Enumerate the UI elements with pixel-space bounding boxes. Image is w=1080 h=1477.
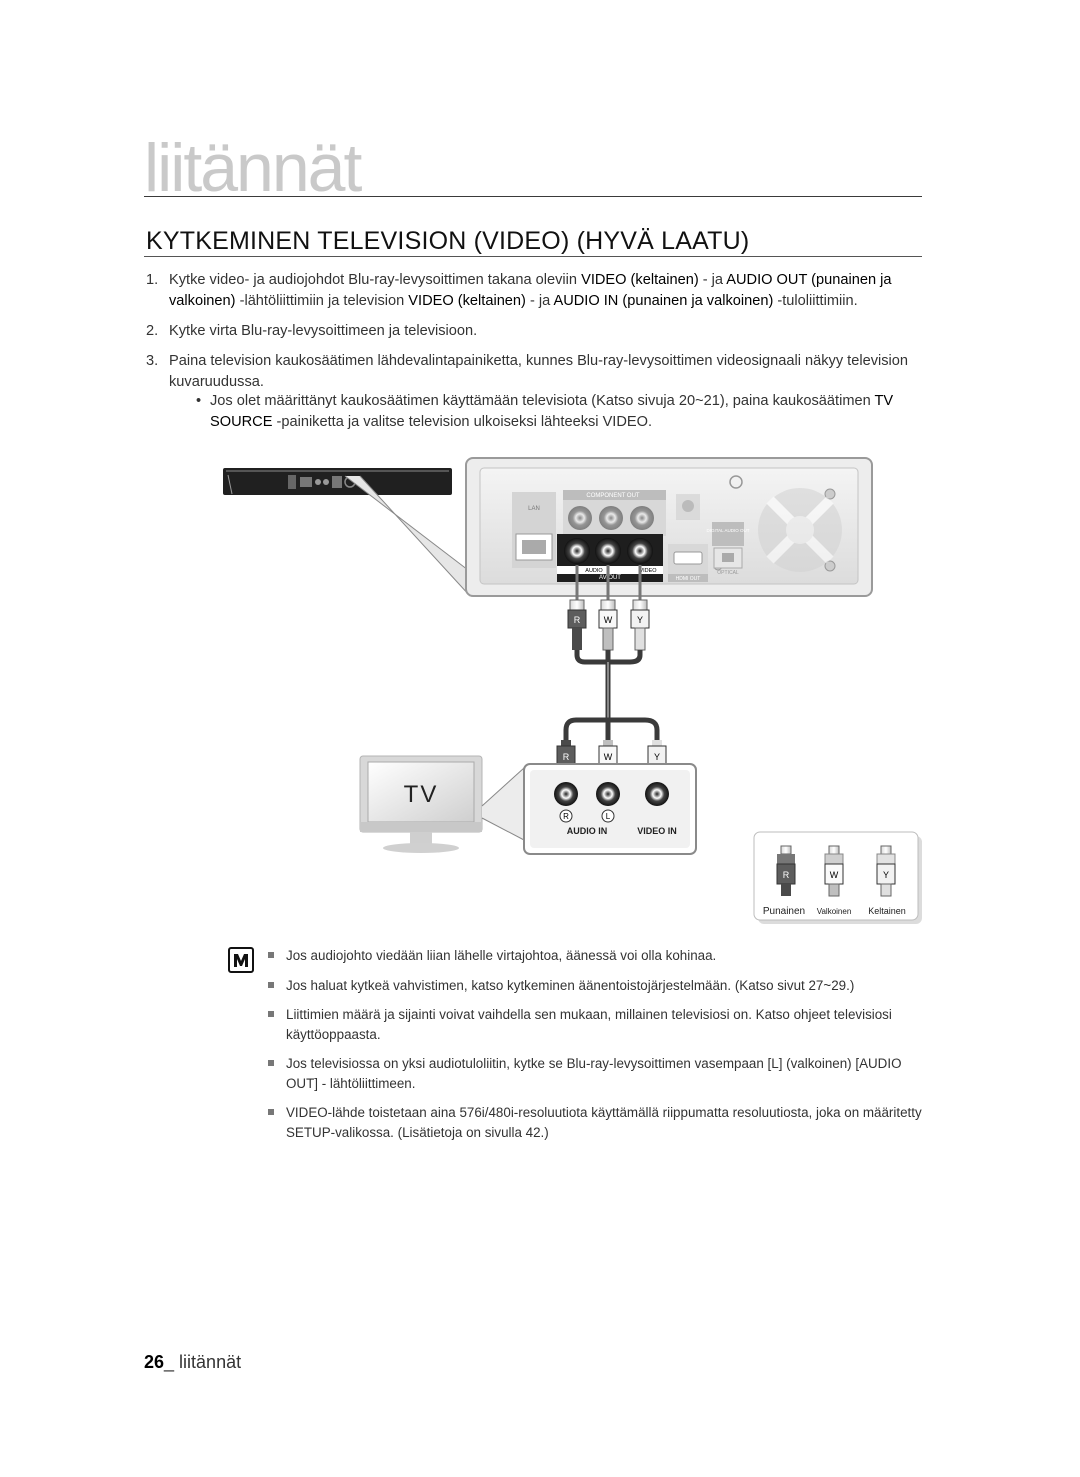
step-number: 1.	[146, 272, 159, 288]
note-item: Jos televisiossa on yksi audiotuloliitin…	[268, 1054, 928, 1093]
footer-separator: _	[164, 1352, 180, 1372]
video-in-label: VIDEO IN	[637, 826, 677, 836]
footer-label: liitännät	[179, 1352, 242, 1372]
text-run: Paina television kaukosäätimen lähdevali…	[169, 353, 909, 390]
hdmi-out-label: HDMI OUT	[676, 576, 701, 582]
step-text: Paina television kaukosäätimen lähdevali…	[169, 353, 908, 390]
chapter-divider	[144, 196, 922, 197]
legend-plug-white: W	[824, 845, 844, 897]
highlighted-term: VIDEO (keltainen)	[581, 272, 699, 288]
text-run: -painiketta ja valitse television ulkois…	[272, 414, 653, 430]
section-title: KYTKEMINEN TELEVISION (VIDEO) (HYVÄ LAAT…	[146, 227, 750, 255]
step-number: 3.	[146, 353, 159, 369]
bluray-player	[223, 468, 452, 495]
plug-y-top: Y	[630, 599, 650, 651]
step-number: 2.	[146, 323, 159, 339]
video-label: VIDEO	[639, 568, 657, 574]
note-item: Jos audiojohto viedään liian lähelle vir…	[268, 946, 928, 966]
optical-label: OPTICAL	[717, 570, 739, 576]
tv-illustration: TV	[359, 755, 483, 853]
zoom-lines	[344, 475, 471, 597]
instruction-steps: 1. Kytke video- ja audiojohdot Blu-ray-l…	[144, 270, 922, 442]
note-item: VIDEO-lähde toistetaan aina 576i/480i-re…	[268, 1103, 928, 1142]
sub-bullet-text: Jos olet määrittänyt kaukosäätimen käytt…	[210, 393, 893, 430]
player-rear-panel: LAN COMPONENT OUT AUDIO VIDEO AV OUT HDM…	[465, 457, 873, 597]
component-out-label: COMPONENT OUT	[586, 493, 640, 499]
step-1: 1. Kytke video- ja audiojohdot Blu-ray-l…	[144, 270, 922, 312]
av-out-label: AV OUT	[599, 575, 621, 581]
digital-audio-out-label: DIGITAL AUDIO OUT	[706, 528, 749, 533]
section-divider	[144, 256, 922, 257]
legend-name-white: Valkoinen	[817, 907, 852, 916]
plug-w-top: W	[598, 599, 618, 651]
plug-r-top: R	[567, 599, 587, 650]
note-bullet-icon	[268, 981, 274, 988]
svg-text:W: W	[604, 615, 613, 625]
tv-jack-l-label: L	[606, 812, 611, 821]
tv-zoom-lines	[481, 767, 525, 841]
highlighted-term: TV SOURCE	[210, 393, 894, 430]
legend-plug-yellow: Y	[876, 845, 896, 897]
svg-text:R: R	[783, 870, 790, 880]
note-bullet-icon	[268, 1011, 274, 1017]
highlighted-term: AUDIO IN (punainen ja valkoinen)	[553, 293, 774, 309]
text-run: Kytke virta Blu-ray-levysoittimeen ja te…	[169, 323, 478, 339]
note-bullet-icon	[268, 1060, 274, 1066]
svg-text:Y: Y	[637, 615, 643, 625]
svg-text:W: W	[604, 752, 613, 762]
text-run: - ja	[525, 293, 554, 309]
note-item: Liittimien määrä ja sijainti voivat vaih…	[268, 1005, 928, 1044]
svg-text:Y: Y	[883, 870, 889, 880]
audio-label: AUDIO	[585, 568, 603, 574]
svg-text:W: W	[830, 870, 839, 880]
step-text: Kytke virta Blu-ray-levysoittimeen ja te…	[169, 323, 477, 339]
text-run: Kytke video- ja audiojohdot Blu-ray-levy…	[169, 272, 582, 288]
step-3: 3. Paina television kaukosäätimen lähdev…	[144, 351, 922, 433]
av-cable-player-end: R W Y	[563, 565, 660, 740]
note-item: Jos haluat kytkeä vahvistimen, katso kyt…	[268, 976, 928, 996]
svg-text:Y: Y	[654, 752, 660, 762]
bullet-dot: •	[196, 393, 202, 409]
plug-color-legend: R W Y Punainen Valkoinen Keltainen	[753, 831, 922, 924]
svg-text:R: R	[574, 615, 581, 625]
legend-plug-red: R	[776, 845, 796, 896]
text-run: -tuloliittimiin.	[773, 293, 858, 309]
note-bullet-icon	[268, 952, 274, 958]
lan-label: LAN	[528, 506, 540, 512]
step-2: 2. Kytke virta Blu-ray-levysoittimeen ja…	[144, 321, 922, 342]
text-run: Jos olet määrittänyt kaukosäätimen käytt…	[210, 393, 875, 409]
text-run: -lähtöliittimiin ja television	[235, 293, 409, 309]
text-run: - ja	[698, 272, 727, 288]
highlighted-term: VIDEO (keltainen)	[408, 293, 526, 309]
note-icon	[228, 947, 254, 973]
svg-text:R: R	[563, 752, 570, 762]
page-number: 26	[144, 1352, 165, 1372]
highlighted-term: AUDIO OUT (punainen ja valkoinen)	[169, 272, 892, 309]
notes-list: Jos audiojohto viedään liian lähelle vir…	[268, 946, 928, 1152]
legend-name-yellow: Keltainen	[868, 906, 906, 916]
tv-jack-r-label: R	[563, 812, 569, 821]
page-footer: 26_ liitännät	[144, 1352, 241, 1373]
note-bullet-icon	[268, 1109, 274, 1115]
step-3-sub-bullet: • Jos olet määrittänyt kaukosäätimen käy…	[169, 391, 922, 433]
chapter-title: liitännät	[144, 130, 362, 206]
tv-label: TV	[404, 781, 439, 808]
tv-input-panel: R L AUDIO IN VIDEO IN	[523, 763, 697, 855]
legend-name-red: Punainen	[763, 906, 805, 917]
audio-in-label: AUDIO IN	[567, 826, 608, 836]
step-text: Kytke video- ja audiojohdot Blu-ray-levy…	[169, 272, 891, 309]
